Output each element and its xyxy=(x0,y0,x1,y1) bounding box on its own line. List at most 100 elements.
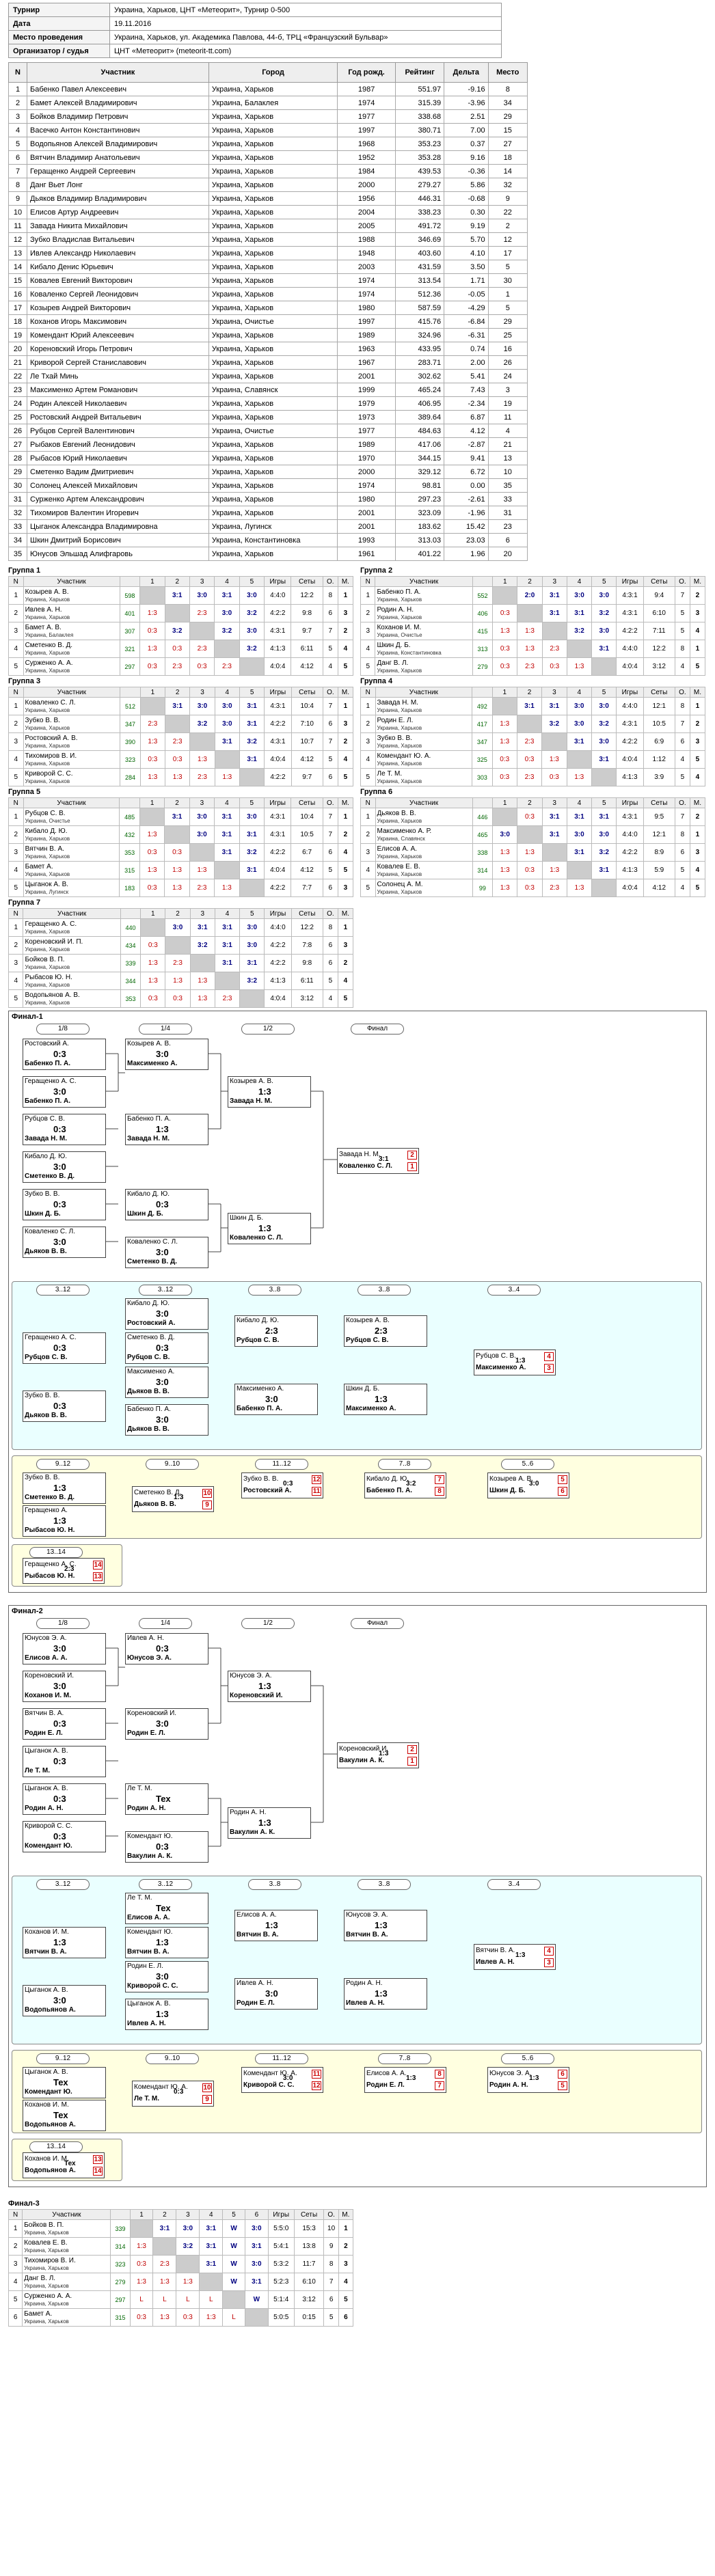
group-header-cell xyxy=(472,797,494,808)
group-place: 5 xyxy=(338,2290,354,2309)
group-place: 3 xyxy=(337,715,354,733)
table-cell: 406.95 xyxy=(395,396,445,411)
match-score: 0:3 xyxy=(164,640,190,658)
table-cell: 15 xyxy=(8,273,27,288)
table-cell: 18 xyxy=(487,150,528,165)
placement-player-a: Елисов А. А. xyxy=(366,2070,407,2077)
group-header-cell: О. xyxy=(674,797,690,808)
match-score: 3:0 xyxy=(189,825,215,844)
info-key: Место проведения xyxy=(8,30,110,44)
table-cell: Сурженко Артем Александрович xyxy=(27,492,209,506)
consolation-band xyxy=(12,1876,702,2044)
match-score: 0:3 xyxy=(517,861,543,879)
group-points: 7 xyxy=(322,697,338,715)
group-games: 4:0:4 xyxy=(264,989,292,1008)
match-score: 1:3 xyxy=(541,750,567,769)
match-score: 1:3 xyxy=(517,640,543,658)
placement-player-a: Комендант Ю. А. xyxy=(134,2083,188,2091)
group-header-cell: Игры xyxy=(616,576,644,587)
match-result: 2:3 xyxy=(375,1326,388,1336)
player-rating: 297 xyxy=(119,657,141,676)
table-cell: 34 xyxy=(8,533,27,547)
match-score: 3:0 xyxy=(239,918,265,937)
match-player-a: Кибало Д. Ю. xyxy=(25,1153,67,1160)
table-cell: 23 xyxy=(487,519,528,534)
match-score: 3:2 xyxy=(189,936,215,955)
group-player: Солонец А. М.Украина, Харьков xyxy=(375,879,473,897)
match-player-a: Цыганок А. В. xyxy=(25,2068,68,2076)
place-b: 1 xyxy=(407,1162,417,1171)
match-result: 0:3 xyxy=(53,1343,66,1353)
table-cell: Украина, Харьков xyxy=(208,164,338,178)
group-player: Сурженко А. А.Украина, Харьков xyxy=(23,657,120,676)
group-header-cell: Сеты xyxy=(291,797,323,808)
match-score: 3:1 xyxy=(541,586,567,605)
match-score: 1:3 xyxy=(199,2308,224,2327)
match-score: 3:0 xyxy=(189,808,215,826)
column-header: Год рожд. xyxy=(337,62,396,83)
match-score: 2:3 xyxy=(214,657,240,676)
table-cell: 4.12 xyxy=(444,424,489,438)
player-city: Украина, Очистье xyxy=(25,817,70,824)
group-sets: 12:1 xyxy=(643,825,675,844)
placement-player-b: Дьяков В. В. xyxy=(134,1501,176,1508)
table-cell: 33 xyxy=(8,519,27,534)
match-score: 0:3 xyxy=(129,2308,154,2327)
match-player-a: Максименко А. xyxy=(237,1385,284,1393)
match-player-b: Ивлев А. Н. xyxy=(346,1999,385,2007)
group-place: 1 xyxy=(337,918,354,937)
group-sets: 12:2 xyxy=(291,918,323,937)
match-player-a: Ростовский А. xyxy=(25,1040,69,1047)
placement-player-a: Юнусов Э. А. xyxy=(489,2070,532,2077)
table-cell: 1993 xyxy=(337,533,396,547)
group-header-cell: 2 xyxy=(164,687,191,698)
round-title: 9..10 xyxy=(146,1459,199,1470)
round-title: 13..14 xyxy=(29,1547,83,1558)
match-player-b: Юнусов Э. А. xyxy=(127,1654,172,1662)
table-cell: 4 xyxy=(8,123,27,137)
table-cell: 15 xyxy=(487,123,528,137)
match-score: 2:3 xyxy=(541,640,567,658)
table-cell: 2001 xyxy=(337,369,396,383)
round-title: 1/4 xyxy=(139,1024,192,1034)
table-cell: 1961 xyxy=(337,547,396,561)
group-header-cell: 1 xyxy=(492,797,518,808)
match-player-a: Ле Т. М. xyxy=(127,1894,152,1902)
match-score: 2:3 xyxy=(516,768,543,786)
group-cell-n: 5 xyxy=(360,768,376,786)
group-header-cell: Игры xyxy=(264,576,292,587)
match-result: 3:0 xyxy=(53,1995,66,2005)
table-cell: 32 xyxy=(8,506,27,520)
group-player: Дьяков В. В.Украина, Харьков xyxy=(375,808,473,826)
group-points: 6 xyxy=(674,843,690,862)
player-city: Украина, Харьков xyxy=(377,614,422,620)
table-cell: Украина, Очистье xyxy=(208,314,338,329)
group-diagonal-cell xyxy=(214,750,240,769)
match-score: 3:1 xyxy=(239,954,265,972)
group-cell-n: 1 xyxy=(360,586,376,605)
group-points: 7 xyxy=(322,622,338,640)
match-score: 1:3 xyxy=(492,843,518,862)
group-games: 4:3:1 xyxy=(264,697,292,715)
group-header-cell xyxy=(120,908,141,919)
group-cell-n: 2 xyxy=(8,936,24,955)
table-cell: 10 xyxy=(8,205,27,219)
group-place: 3 xyxy=(337,936,354,955)
match-score: 3:0 xyxy=(566,825,593,844)
player-name: Зубко В. В. xyxy=(25,716,60,724)
group-player: Бойков В. П.Украина, Харьков xyxy=(22,2219,111,2238)
table-cell: Украина, Харьков xyxy=(208,82,338,96)
